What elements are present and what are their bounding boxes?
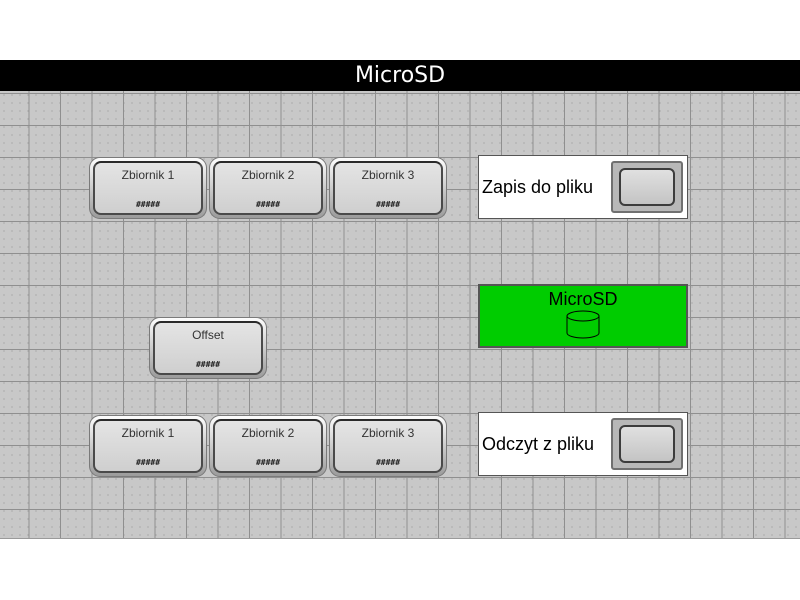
field-label: Offset xyxy=(192,328,224,342)
title-bar: MicroSD xyxy=(0,60,800,91)
field-value: ##### xyxy=(255,200,281,209)
field-value: ##### xyxy=(375,200,401,209)
read-from-file-button[interactable] xyxy=(611,418,683,470)
microsd-indicator: MicroSD xyxy=(478,284,688,348)
field-value: ##### xyxy=(375,458,401,467)
read-field-zbiornik-2[interactable]: Zbiornik 2 ##### xyxy=(209,415,327,477)
write-field-zbiornik-1[interactable]: Zbiornik 1 ##### xyxy=(89,157,207,219)
offset-field[interactable]: Offset ##### xyxy=(149,317,267,379)
field-value: ##### xyxy=(255,458,281,467)
field-value: ##### xyxy=(135,200,161,209)
field-value: ##### xyxy=(195,360,221,369)
read-from-file-label: Odczyt z pliku xyxy=(482,433,595,454)
read-field-zbiornik-1[interactable]: Zbiornik 1 ##### xyxy=(89,415,207,477)
write-to-file-button[interactable] xyxy=(611,161,683,213)
field-label: Zbiornik 3 xyxy=(361,168,415,182)
field-label: Zbiornik 1 xyxy=(121,168,175,182)
write-field-zbiornik-3[interactable]: Zbiornik 3 ##### xyxy=(329,157,447,219)
field-label: Zbiornik 3 xyxy=(361,426,415,440)
read-field-zbiornik-3[interactable]: Zbiornik 3 ##### xyxy=(329,415,447,477)
page-title: MicroSD xyxy=(354,63,446,88)
write-to-file-label: Zapis do pliku xyxy=(482,176,594,197)
field-label: Zbiornik 1 xyxy=(121,426,175,440)
database-icon xyxy=(566,310,600,339)
microsd-indicator-label: MicroSD xyxy=(548,289,618,309)
write-field-zbiornik-2[interactable]: Zbiornik 2 ##### xyxy=(209,157,327,219)
field-value: ##### xyxy=(135,458,161,467)
field-label: Zbiornik 2 xyxy=(241,168,295,182)
field-label: Zbiornik 2 xyxy=(241,426,295,440)
